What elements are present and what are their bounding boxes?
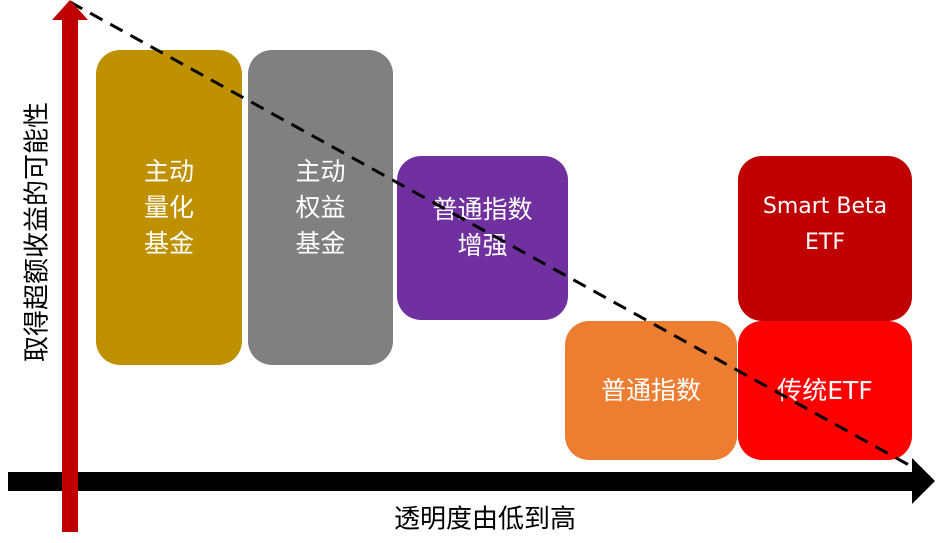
- box-enhanced-index: 普通指数 增强: [397, 156, 568, 320]
- trend-dashed-line: [69, 0, 919, 472]
- box-plain-index: 普通指数: [565, 321, 737, 460]
- x-axis-arrow-shaft: [8, 472, 916, 491]
- x-axis-label: 透明度由低到高: [393, 504, 577, 535]
- y-axis-arrow-shaft: [62, 20, 78, 532]
- box-traditional-etf: 传统ETF: [738, 321, 912, 460]
- box-active-equity-fund: 主动 权益 基金: [248, 50, 393, 365]
- y-axis-label: 取得超额收益的可能性: [22, 101, 53, 363]
- box-active-quant-fund: 主动 量化 基金: [96, 50, 242, 365]
- y-axis-arrow-head: [52, 0, 88, 20]
- box-smart-beta-etf: Smart Beta ETF: [738, 156, 912, 321]
- x-axis-arrow-head: [912, 458, 935, 504]
